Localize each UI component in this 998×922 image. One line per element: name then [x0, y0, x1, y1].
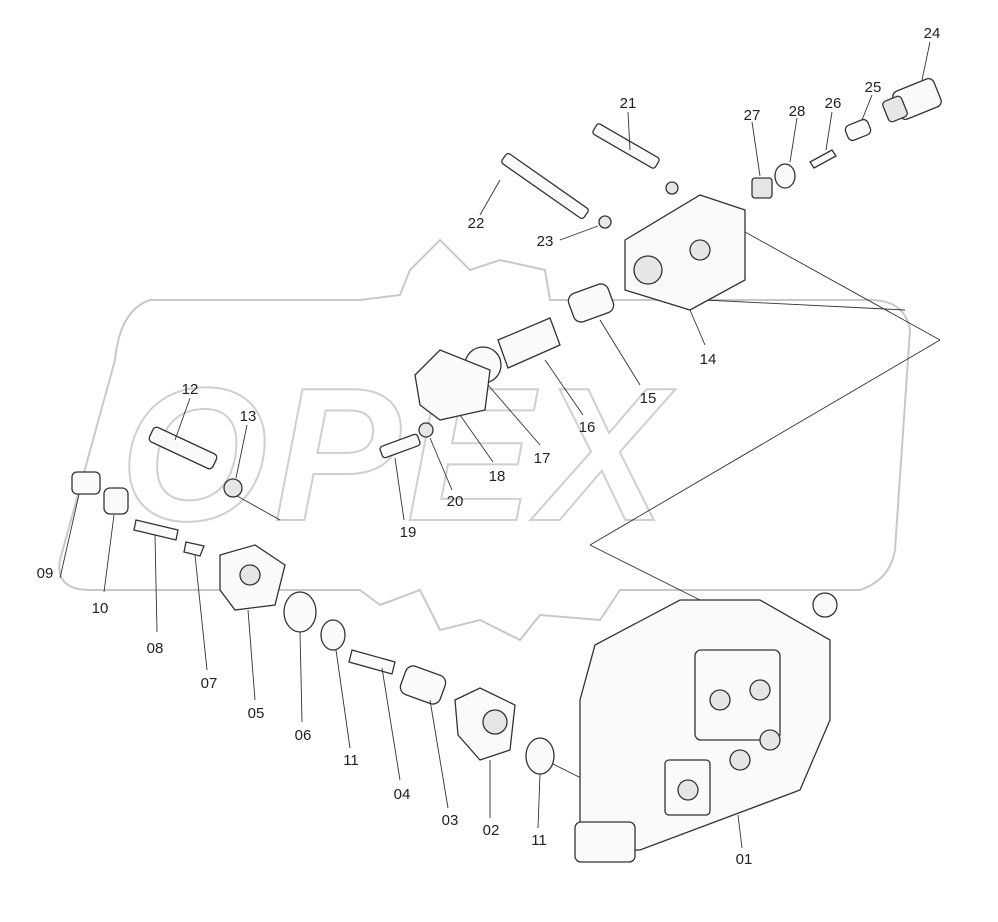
part-22-bolt	[501, 152, 612, 229]
part-27-nut	[751, 177, 773, 199]
label-07: 07	[201, 675, 218, 692]
part-28-washer	[774, 163, 796, 189]
part-25-adapter	[844, 118, 872, 142]
label-13: 13	[240, 408, 257, 425]
label-26: 26	[825, 95, 842, 112]
part-11-oring-b	[525, 737, 555, 775]
part-labels: 24 21 27 28 26 25 22 23 14 15 16 17 18 1…	[37, 25, 941, 868]
label-20: 20	[447, 493, 464, 510]
part-16-spring	[497, 317, 561, 369]
part-13-nut	[223, 478, 243, 498]
label-03: 03	[442, 812, 459, 829]
label-09: 09	[37, 565, 54, 582]
part-26-spring	[809, 149, 837, 169]
part-14-block	[624, 194, 746, 311]
label-11-b: 11	[531, 832, 547, 849]
label-12: 12	[182, 381, 199, 398]
part-06-washer	[283, 591, 317, 633]
part-04-spring	[348, 649, 396, 675]
label-14: 14	[700, 351, 717, 368]
label-17: 17	[534, 450, 551, 467]
part-12-bolt	[148, 426, 218, 470]
label-24: 24	[924, 25, 941, 42]
label-15: 15	[640, 390, 657, 407]
label-27: 27	[744, 107, 761, 124]
part-24-fitting	[882, 78, 942, 123]
label-05: 05	[248, 705, 265, 722]
label-19: 19	[400, 524, 417, 541]
part-21-bolt	[592, 123, 679, 195]
label-21: 21	[620, 95, 637, 112]
part-01-valve-body	[574, 592, 838, 863]
label-18: 18	[489, 468, 506, 485]
part-03-sleeve	[399, 665, 447, 705]
part-07-poppet	[183, 541, 205, 557]
part-05-cover	[219, 544, 286, 611]
part-10-nut	[103, 487, 129, 515]
label-25: 25	[865, 79, 882, 96]
part-20-washer	[418, 422, 434, 438]
label-01: 01	[736, 851, 753, 868]
label-leaders	[103, 41, 931, 849]
part-02-cap	[454, 687, 516, 761]
label-16: 16	[579, 419, 596, 436]
label-23: 23	[537, 233, 554, 250]
part-19-bolt	[379, 433, 421, 459]
part-15-spring	[567, 283, 615, 323]
watermark: OPEX	[58, 238, 912, 642]
label-02: 02	[483, 822, 500, 839]
label-28: 28	[789, 103, 806, 120]
part-18-plate	[414, 349, 491, 421]
label-04: 04	[394, 786, 411, 803]
label-06: 06	[295, 727, 312, 744]
watermark-gear-outline	[58, 238, 912, 642]
part-11-oring-a	[320, 619, 346, 651]
label-08: 08	[147, 640, 164, 657]
label-10: 10	[92, 600, 109, 617]
part-09-plug	[71, 471, 101, 495]
label-22: 22	[468, 215, 485, 232]
part-08-spring	[133, 519, 179, 541]
label-11-a: 11	[343, 752, 359, 769]
